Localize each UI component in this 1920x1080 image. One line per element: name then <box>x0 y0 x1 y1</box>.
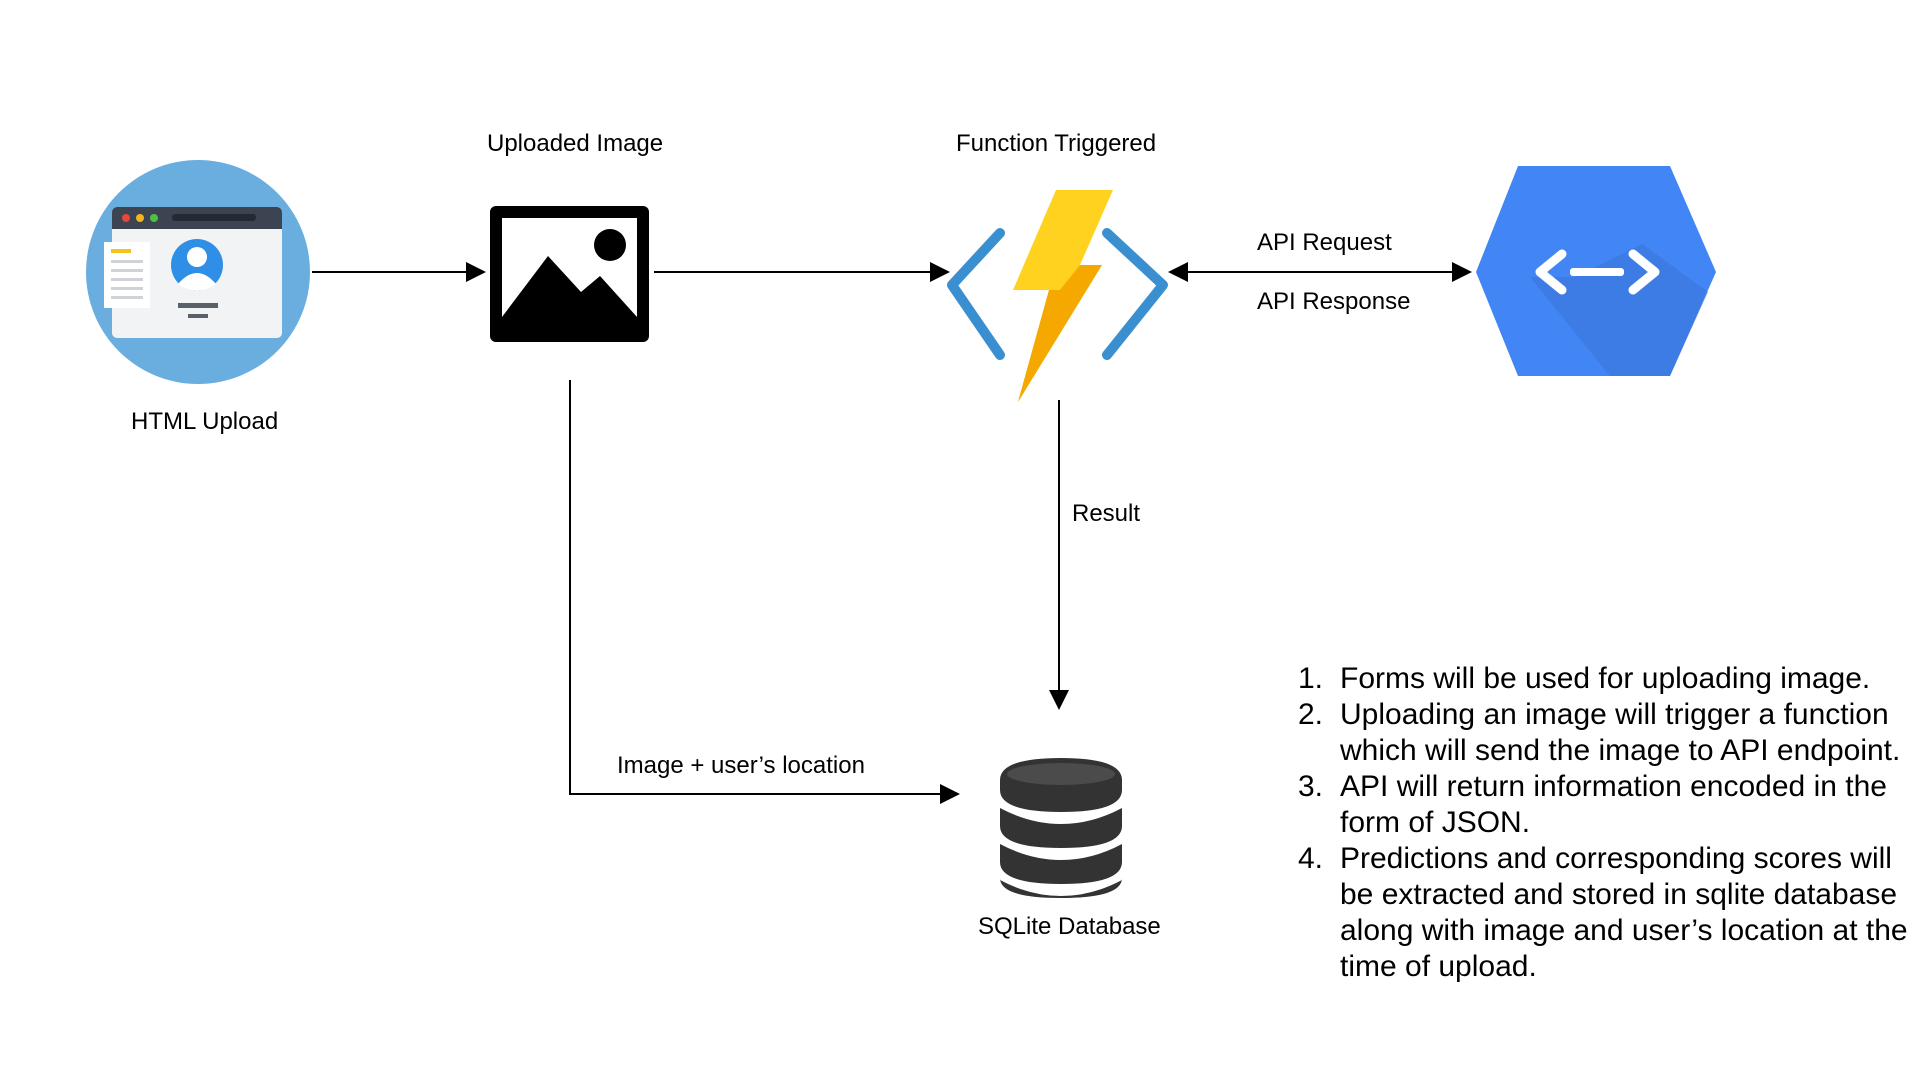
note-item: 2. Uploading an image will trigger a fun… <box>1298 697 1918 769</box>
sqlite-database-label: SQLite Database <box>978 913 1161 940</box>
note-item: 4. Predictions and corresponding scores … <box>1298 841 1918 985</box>
api-endpoint-icon <box>1476 166 1716 376</box>
uploaded-image-label: Uploaded Image <box>487 130 664 157</box>
api-response-label: API Response <box>1257 288 1411 315</box>
note-item: 1. Forms will be used for uploading imag… <box>1298 661 1918 697</box>
note-text: Uploading an image will trigger a functi… <box>1340 698 1901 767</box>
azure-function-icon <box>947 190 1168 402</box>
note-number: 4. <box>1298 842 1324 875</box>
function-triggered-label: Function Triggered <box>956 130 1157 157</box>
image-icon <box>490 206 649 342</box>
note-number: 3. <box>1298 770 1324 803</box>
html-upload-label: HTML Upload <box>131 408 279 435</box>
notes-list: 1. Forms will be used for uploading imag… <box>1298 661 1918 985</box>
result-label: Result <box>1072 500 1141 527</box>
note-text: API will return information encoded in t… <box>1340 770 1887 839</box>
note-text: Forms will be used for uploading image. <box>1340 662 1871 695</box>
note-item: 3. API will return information encoded i… <box>1298 769 1918 841</box>
database-icon <box>1000 758 1122 898</box>
edge-image-to-database <box>569 380 960 804</box>
image-location-label: Image + user’s location <box>617 752 865 779</box>
note-number: 1. <box>1298 662 1324 695</box>
browser-profile-icon <box>86 160 310 384</box>
note-text: Predictions and corresponding scores wil… <box>1340 842 1908 983</box>
api-request-label: API Request <box>1257 229 1392 256</box>
note-number: 2. <box>1298 698 1324 731</box>
